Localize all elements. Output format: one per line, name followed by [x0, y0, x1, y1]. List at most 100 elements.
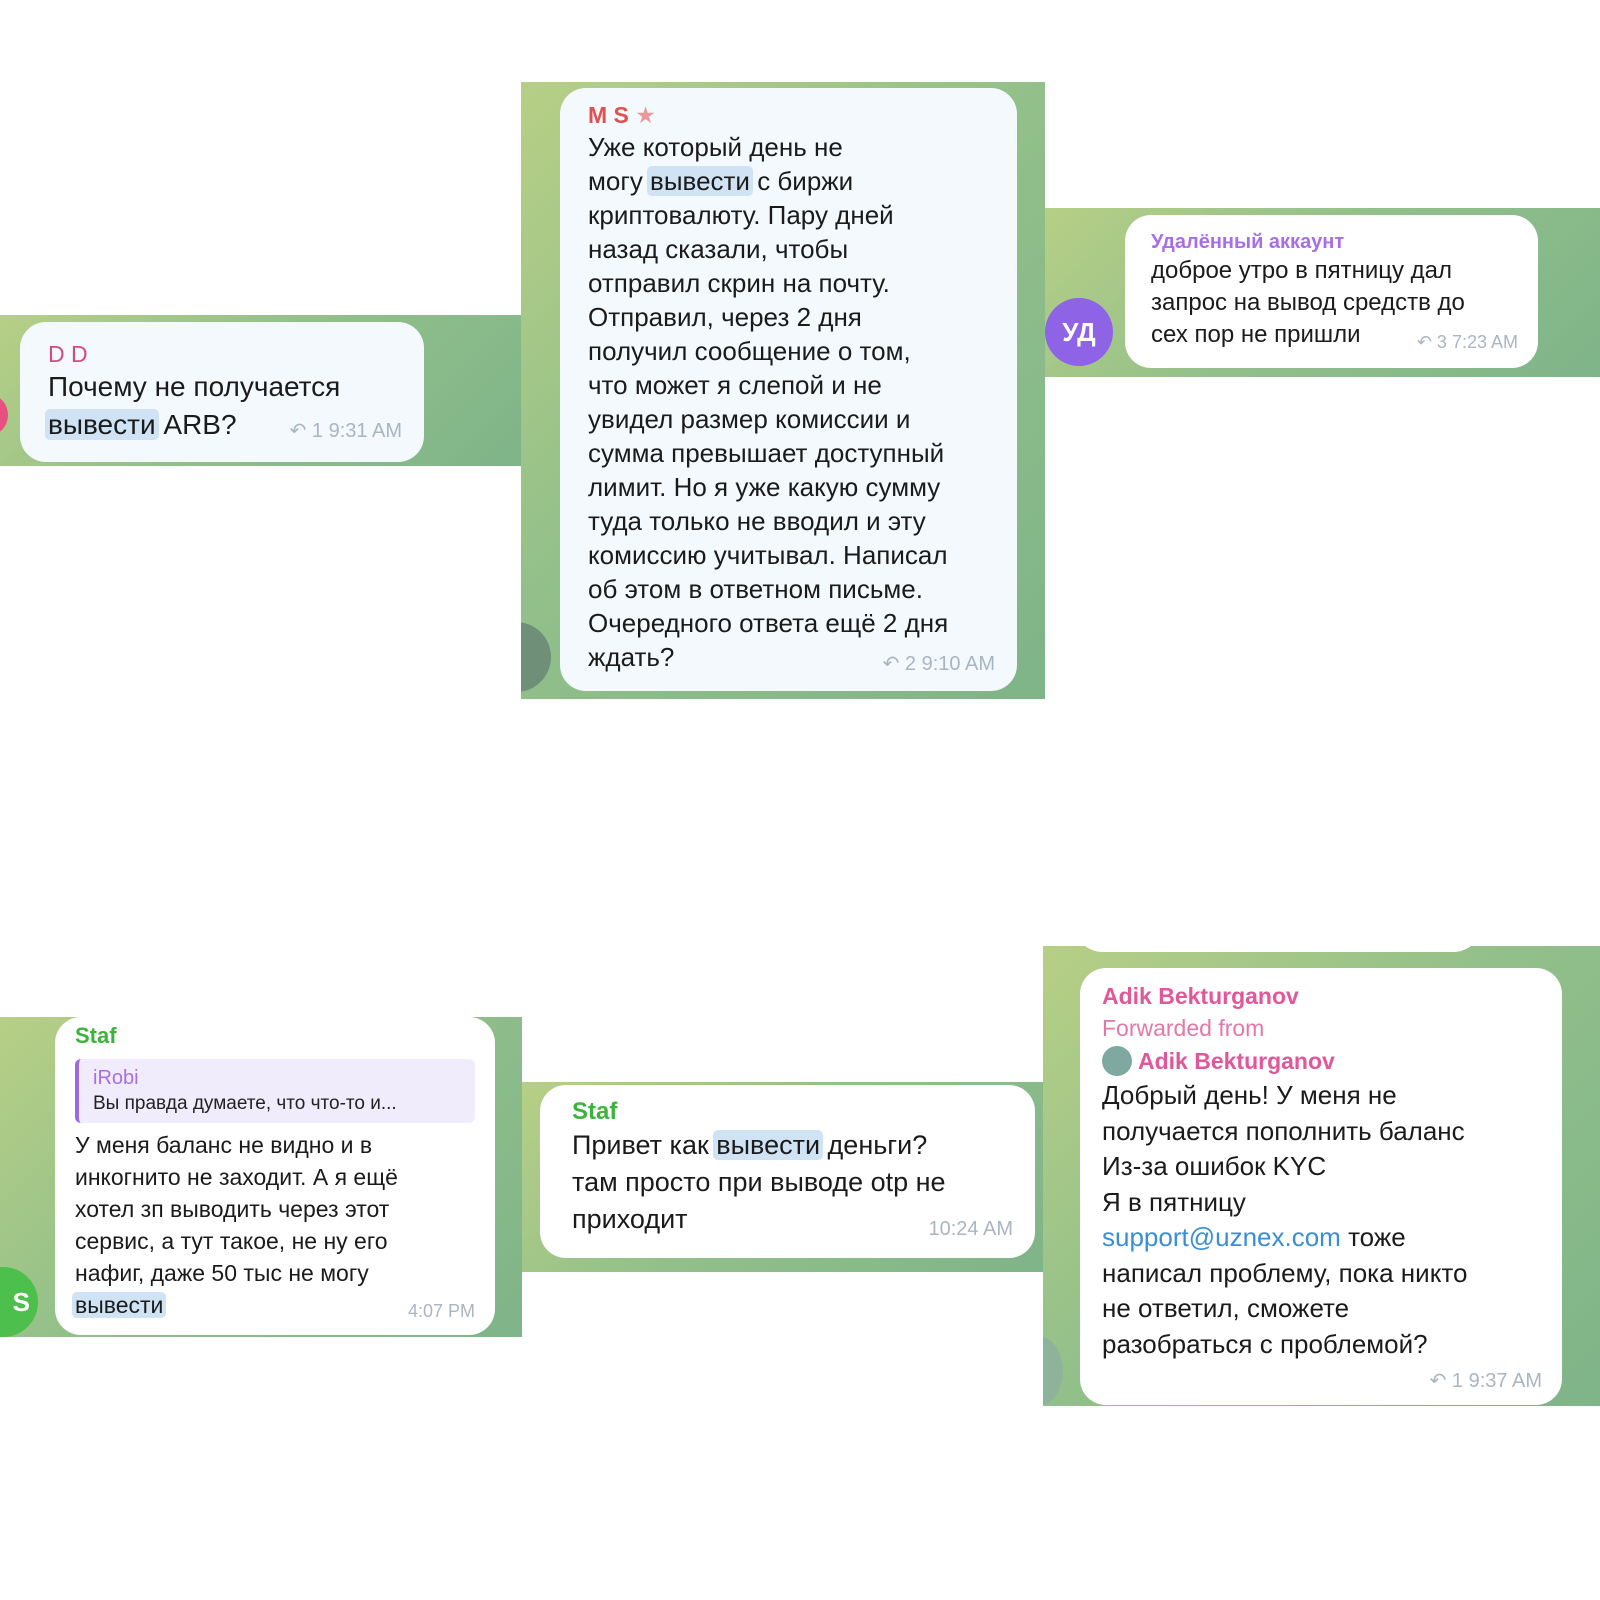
text-line: Я в пятницу: [1102, 1186, 1246, 1217]
text-line: Добрый день! У меня не: [1102, 1080, 1397, 1110]
message-meta: ↶ 3 7:23 AM: [1417, 326, 1518, 358]
reply-quote[interactable]: iRobi Вы правда думаете, что что-то и...: [75, 1059, 475, 1123]
text-line: ждать?: [588, 642, 675, 672]
message-meta: ↶ 1 9:37 AM: [1430, 1364, 1542, 1400]
message-text: Уже который день не могу вывести с биржи к…: [588, 130, 989, 674]
message-text: У меня баланс не видно и в инкогнито не з…: [72, 1129, 475, 1321]
message-bubble[interactable]: M S ★ Уже который день не могу вывести с …: [560, 88, 1017, 691]
text-line: лимит. Но я уже какую сумму: [588, 472, 941, 502]
message-bubble[interactable]: Adik Bekturganov Forwarded from Adik Bek…: [1080, 968, 1562, 1405]
chat-panel-dd: D D Почему не получается вывести ARB? ↶ 1…: [0, 315, 521, 466]
reply-count[interactable]: 1: [1451, 1369, 1464, 1392]
message-meta: ↶ 1 9:31 AM: [290, 412, 402, 450]
reply-count[interactable]: 3: [1436, 332, 1447, 352]
search-highlight: вывести: [45, 409, 159, 440]
message-time: 4:07 PM: [407, 1301, 475, 1321]
quote-text: Вы правда думаете, что что-то и...: [93, 1093, 397, 1114]
text-line: сервис, а тут такое, не ну его: [75, 1228, 388, 1254]
message-meta: ↶ 2 9:10 AM: [883, 647, 995, 681]
text-line: Из-за ошибок KYC: [1102, 1151, 1327, 1181]
text-line: сех пор не пришли: [1151, 321, 1361, 348]
avatar[interactable]: [0, 395, 8, 435]
text-line: Уже который день не: [588, 132, 843, 162]
forwarded-avatar: [1102, 1046, 1132, 1076]
sender-name: D D: [48, 341, 88, 367]
sender-name: M S: [588, 102, 629, 128]
message-time: 9:10 AM: [921, 653, 995, 675]
text-line: увидел размер комиссии и: [588, 404, 911, 434]
text-line: приходит: [572, 1204, 688, 1234]
sender-row: M S ★: [588, 100, 989, 130]
text-line: отправил скрин на почту.: [588, 268, 890, 298]
text-line: У меня баланс не видно и в: [75, 1132, 373, 1158]
text-line: запрос на вывод средств до: [1151, 289, 1465, 316]
message-time: 9:31 AM: [328, 420, 402, 442]
sender-name: Adik Bekturganov: [1102, 983, 1299, 1009]
message-text: Почему не получается вывести ARB?: [45, 368, 396, 444]
chat-panel-ud: УД Удалённый аккаунт доброе утро в пятни…: [1045, 208, 1600, 377]
sender-name: Удалённый аккаунт: [1151, 231, 1345, 253]
reply-icon: ↶: [289, 420, 307, 442]
chat-panel-staf-1: S Staf iRobi Вы правда думаете, что что-…: [0, 1017, 522, 1337]
text-line: хотел зп выводить через этот: [75, 1196, 390, 1222]
avatar[interactable]: S: [0, 1267, 38, 1337]
text-line: вывести: [72, 1289, 475, 1321]
text-line: сумма превышает доступный: [588, 438, 945, 468]
text-line: туда только не вводил и эту: [588, 506, 926, 536]
search-highlight: вывести: [72, 1292, 167, 1318]
message-time: 9:37 AM: [1468, 1369, 1542, 1392]
text-line: инкогнито не заходит. А я ещё: [75, 1164, 398, 1190]
forwarded-label: Forwarded from: [1102, 1015, 1265, 1041]
reply-icon: ↶: [882, 653, 900, 675]
star-icon: ★: [635, 102, 656, 128]
sender-name: Staf: [75, 1023, 117, 1048]
forwarded-from[interactable]: Adik Bekturganov: [1102, 1044, 1540, 1078]
text-line: что может я слепой и не: [588, 370, 882, 400]
message-text: доброе утро в пятницу дал запрос на вывод…: [1151, 255, 1512, 351]
reply-icon: ↶: [1416, 332, 1432, 352]
text-line: не ответил, сможете: [1102, 1293, 1350, 1323]
search-highlight: вывести: [647, 166, 753, 196]
text-line: криптовалюту. Пару дней: [588, 200, 894, 230]
reply-count[interactable]: 2: [904, 653, 917, 675]
chat-panel-ms: M S ★ Уже который день не могу вывести с …: [521, 82, 1045, 699]
text-line: разобраться с проблемой?: [1102, 1328, 1428, 1359]
chat-panel-adik: Adik Bekturganov Forwarded from Adik Bek…: [1043, 946, 1600, 1406]
text-line: назад сказали, чтобы: [588, 234, 849, 264]
quote-author: iRobi: [93, 1067, 139, 1089]
reply-count[interactable]: 1: [311, 420, 324, 442]
text-line: комиссию учитывал. Написал: [588, 540, 948, 570]
text-line: доброе утро в пятницу дал: [1151, 257, 1452, 284]
forwarded-name: Adik Bekturganov: [1138, 1048, 1335, 1074]
text-line: могу вывести с биржи: [588, 166, 854, 196]
text-line: Почему не получается: [48, 371, 341, 402]
message-bubble[interactable]: Staf iRobi Вы правда думаете, что что-то…: [55, 1017, 495, 1335]
reply-icon: ↶: [1429, 1369, 1447, 1392]
message-bubble[interactable]: Удалённый аккаунт доброе утро в пятницу …: [1125, 215, 1538, 368]
email-suffix: тоже: [1340, 1222, 1406, 1252]
text-line: Привет как вывести деньги?: [572, 1130, 928, 1160]
avatar[interactable]: [1043, 1336, 1063, 1406]
text-line: получил сообщение о том,: [588, 336, 911, 366]
message-time: 10:24 AM: [928, 1218, 1013, 1240]
text-line: там просто при выводе otp не: [572, 1167, 946, 1197]
message-text-continued: написал проблему, пока никто не ответил, …: [1102, 1256, 1540, 1363]
text-line: вывести ARB?: [45, 406, 396, 444]
message-text: Добрый день! У меня не получается пополни…: [1102, 1078, 1540, 1220]
message-bubble[interactable]: Staf Привет как вывести деньги? там прост…: [540, 1085, 1035, 1258]
search-highlight: вывести: [713, 1130, 824, 1160]
text-line: получается пополнить баланс: [1102, 1115, 1465, 1146]
previous-bubble: [1073, 946, 1483, 952]
sender-name: Staf: [572, 1098, 618, 1125]
chat-panel-staf-2: Staf Привет как вывести деньги? там прост…: [522, 1082, 1045, 1272]
message-bubble[interactable]: D D Почему не получается вывести ARB? ↶ 1…: [20, 322, 424, 462]
message-time: 7:23 AM: [1451, 332, 1518, 352]
email-link[interactable]: support@uznex.com: [1102, 1222, 1341, 1252]
text-line: написал проблему, пока никто: [1102, 1257, 1468, 1288]
text-line: нафиг, даже 50 тыс не могу: [75, 1260, 369, 1286]
avatar[interactable]: [521, 622, 551, 692]
text-line: об этом в ответном письме.: [588, 574, 923, 604]
avatar[interactable]: УД: [1045, 298, 1113, 366]
text-line: Отправил, через 2 дня: [588, 302, 862, 332]
text-line: Очередного ответа ещё 2 дня: [588, 608, 949, 638]
